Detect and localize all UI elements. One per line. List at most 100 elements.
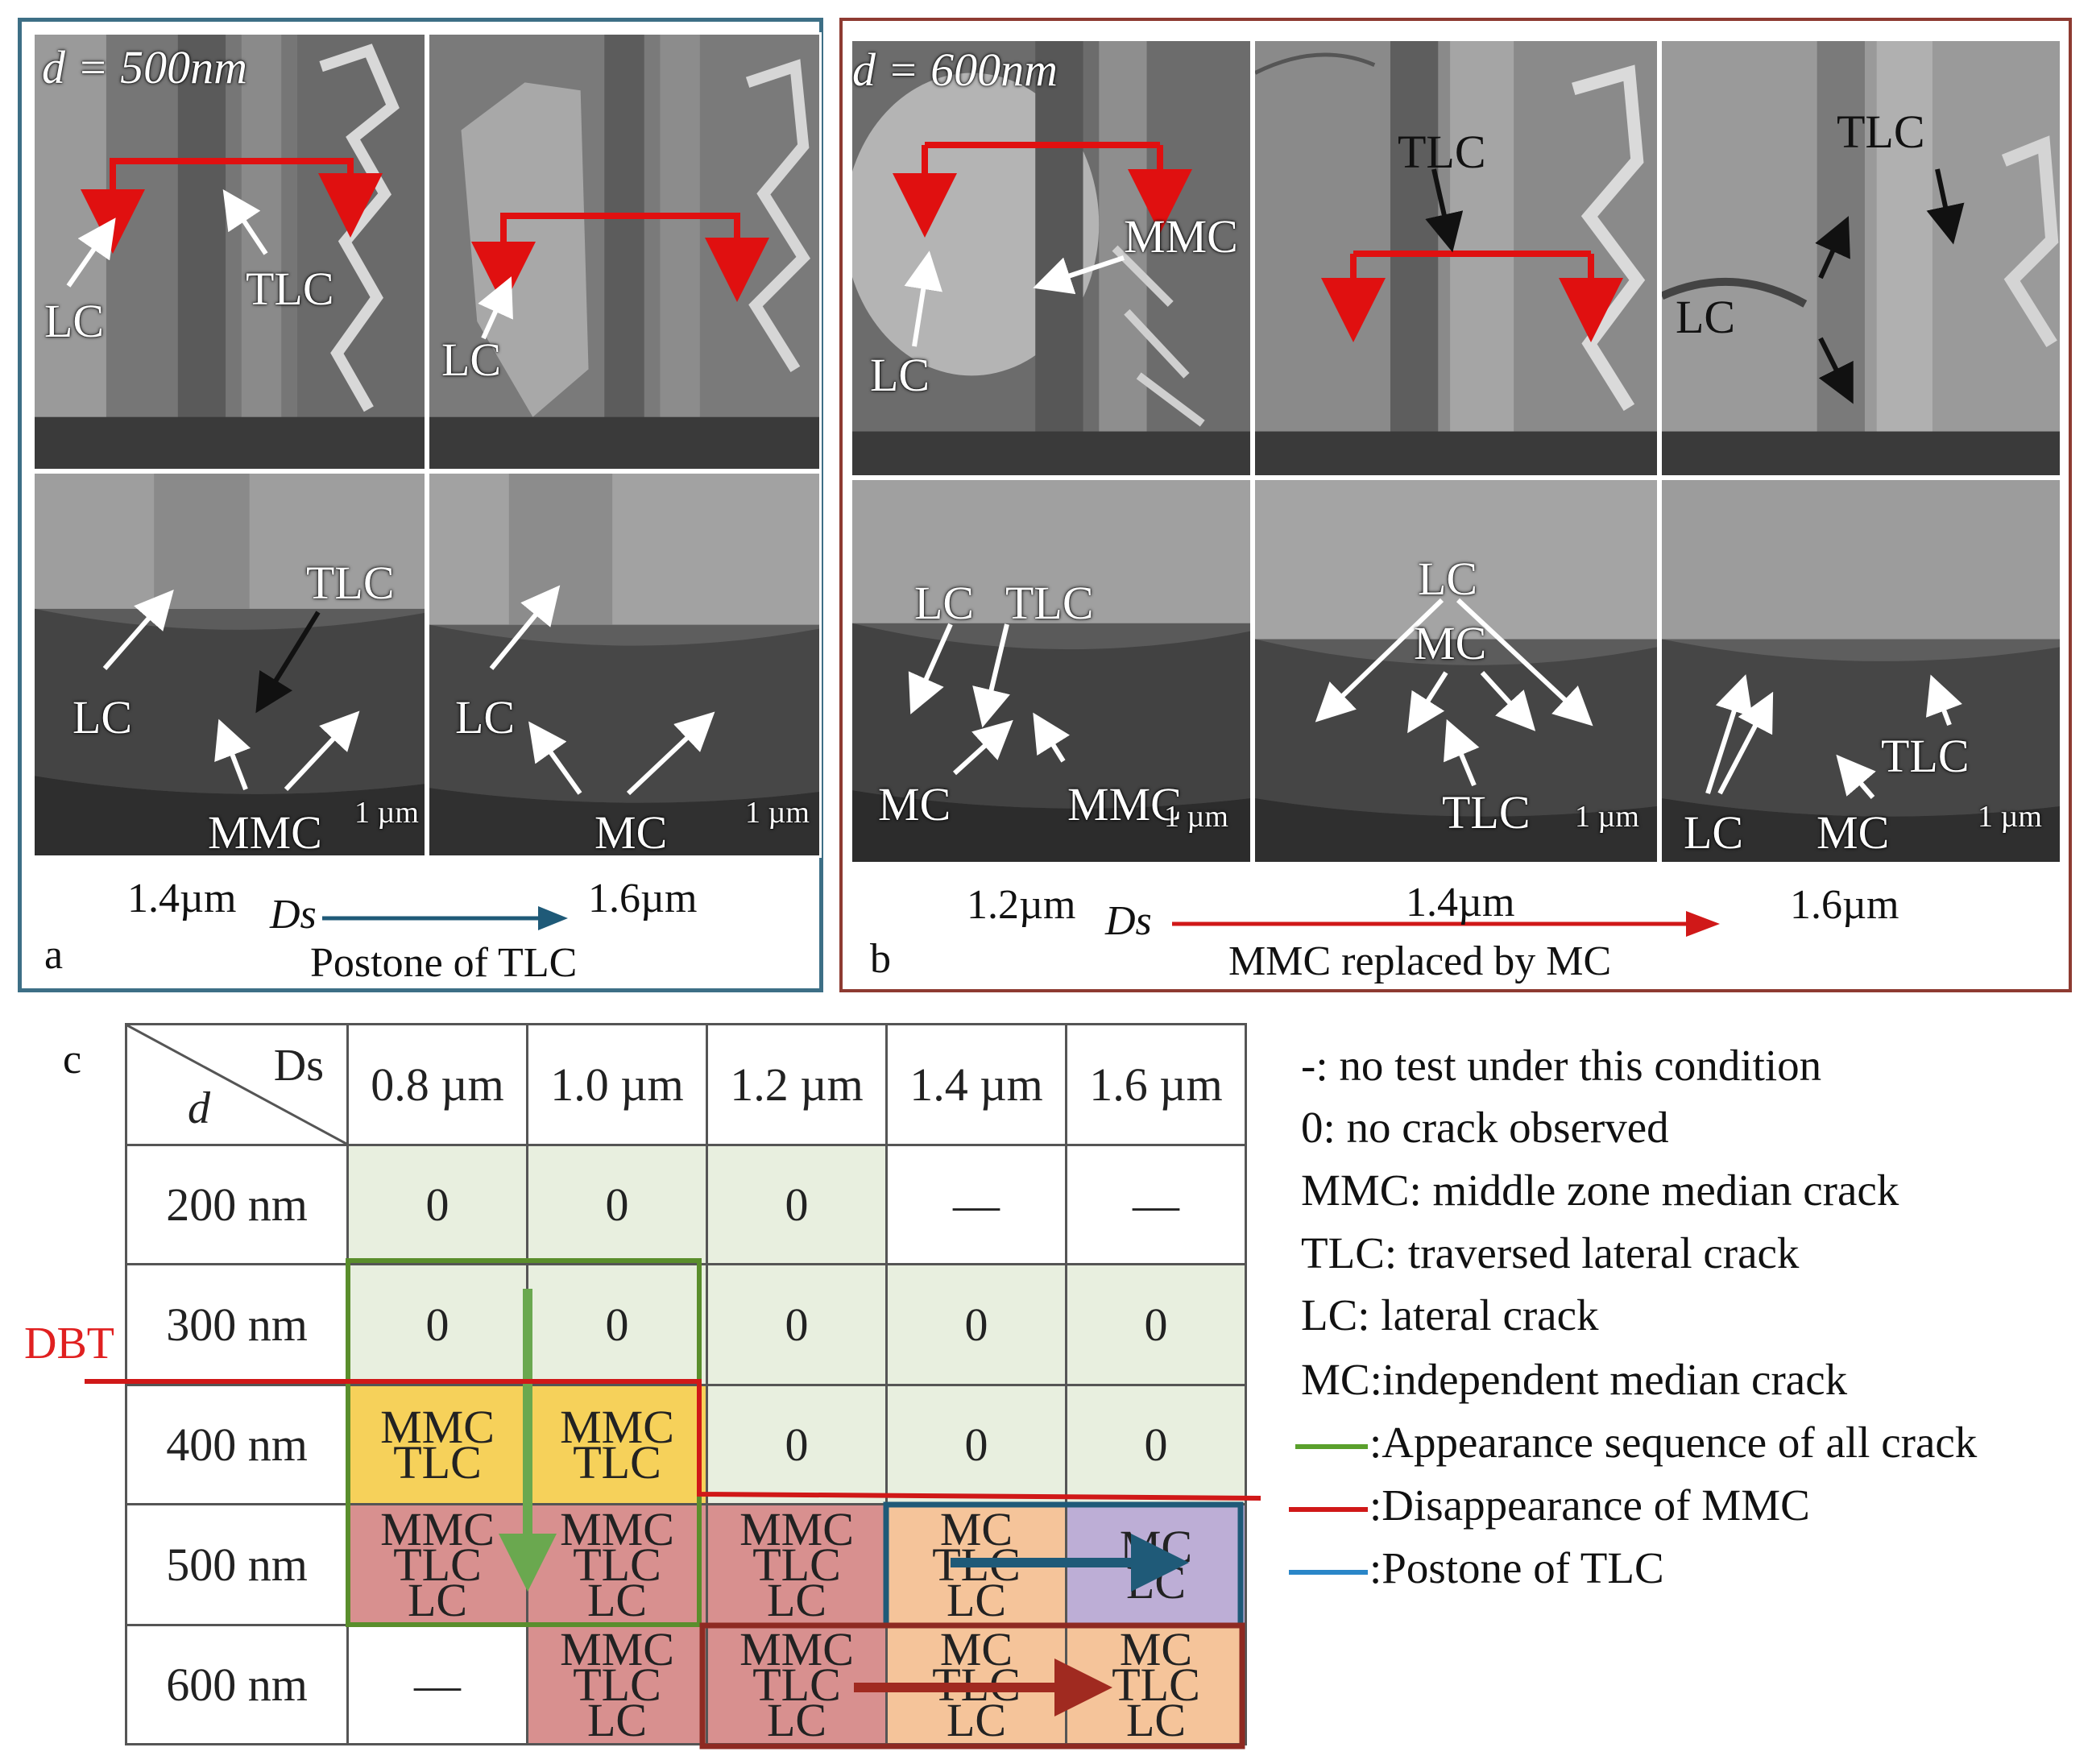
ds-right-value: 1.6µm [588, 876, 698, 921]
crack-type: TLC [752, 1538, 841, 1591]
dbt-label: DBT [24, 1319, 114, 1369]
row-header: 600 nm [125, 1624, 349, 1745]
ds-left-value: 1.2µm [967, 882, 1076, 928]
sem-label: LC [1418, 553, 1478, 605]
sem-label: MC [1817, 806, 1890, 859]
row-header: 500 nm [125, 1503, 349, 1626]
table-cell: — [1065, 1144, 1247, 1265]
panel-a-d-label: d = 500nm [42, 41, 248, 93]
crack-type: LC [586, 1693, 648, 1746]
legend-item: :Appearance sequence of all crack [1369, 1418, 1978, 1467]
column-header: 1.2 µm [706, 1023, 888, 1146]
crack-type: LC [766, 1693, 827, 1746]
table-cell: 0 [885, 1384, 1067, 1505]
arrows-overlay-b [893, 142, 1965, 799]
ds-arrow-b [1172, 911, 1720, 937]
crack-type: TLC [1112, 1658, 1200, 1711]
crack-type: TLC [573, 1658, 661, 1711]
sem-label: LC [914, 577, 975, 629]
panel-b-d-label: d = 600nm [852, 43, 1058, 96]
arrows-overlay-a [66, 158, 769, 796]
crack-type: TLC [573, 1538, 661, 1591]
sem-label: MMC [1067, 778, 1182, 830]
sem-label: LC [72, 691, 133, 743]
row-header: 400 nm [125, 1384, 349, 1505]
sem-scale: 1 µm [1575, 800, 1639, 834]
table-row: 300 nm 0 0 0 0 0 [125, 1263, 1247, 1386]
panel-b [839, 18, 2072, 992]
legend-item: TLC: traversed lateral crack [1301, 1228, 1800, 1277]
table-cell: 0 [706, 1384, 888, 1505]
legend-item: LC: lateral crack [1301, 1290, 1599, 1340]
crack-type: TLC [393, 1435, 482, 1489]
crack-table: Ds d 0.8 µm 1.0 µm 1.2 µm 1.4 µm 1.6 µm … [125, 1023, 1247, 1745]
table-cell: — [885, 1144, 1067, 1265]
column-header: 0.8 µm [346, 1023, 528, 1146]
table-cell: 0 [346, 1144, 528, 1265]
sem-image-b-bottom-3 [1659, 478, 2062, 864]
crack-type: MC [1119, 1622, 1193, 1675]
panel-letter-a: a [44, 932, 64, 978]
legend-swatch-green [1295, 1444, 1368, 1449]
sem-label: LC [455, 691, 516, 743]
table-cell: — [346, 1624, 528, 1745]
column-header: 1.6 µm [1065, 1023, 1247, 1146]
sem-label: MC [594, 806, 668, 859]
sem-image-b-top-1 [850, 39, 1253, 478]
crack-type: TLC [573, 1435, 661, 1489]
sem-label: TLC [306, 557, 395, 609]
table-cell: 0 [1065, 1263, 1247, 1386]
crack-type: LC [586, 1573, 648, 1626]
table-cell: 0 [706, 1263, 888, 1386]
panel-b-caption: MMC replaced by MC [1228, 938, 1612, 984]
crack-type: LC [946, 1693, 1007, 1746]
panel-letter-c: c [63, 1037, 82, 1083]
crack-type: LC [946, 1573, 1007, 1626]
table-cell: 0 [885, 1263, 1067, 1386]
sem-label: MMC [1124, 210, 1238, 263]
ds-mid-value: 1.4µm [1406, 880, 1515, 925]
table-cell: 0 [346, 1263, 528, 1386]
crack-type: MMC [560, 1400, 674, 1453]
table-row: 200 nm 0 0 0 — — [125, 1144, 1247, 1265]
panel-a-caption: Postone of TLC [310, 940, 578, 986]
table-cell: 0 [1065, 1384, 1247, 1505]
panel-letter-b: b [870, 936, 891, 982]
sem-label: LC [870, 349, 930, 401]
crack-type: LC [407, 1573, 468, 1626]
legend-item: :Postone of TLC [1369, 1543, 1664, 1592]
sem-label: LC [1684, 806, 1744, 859]
sem-scale: 1 µm [354, 796, 419, 830]
legend-item: -: no test under this condition [1301, 1041, 1822, 1090]
crack-type: MC [939, 1622, 1013, 1675]
crack-type: MMC [380, 1502, 495, 1555]
sem-label: LC [441, 333, 502, 386]
column-header: 1.0 µm [526, 1023, 708, 1146]
crack-type: MMC [560, 1622, 674, 1675]
crack-type: MMC [560, 1502, 674, 1555]
crack-type: LC [766, 1573, 827, 1626]
corner-d-label: d [188, 1083, 210, 1133]
crack-type: MMC [380, 1400, 495, 1453]
table-overlay [85, 1258, 1261, 1750]
column-header: 1.4 µm [885, 1023, 1067, 1146]
sem-label: LC [44, 295, 105, 347]
sem-label: TLC [1881, 730, 1970, 782]
crack-type: LC [1125, 1693, 1187, 1746]
crack-type: MMC [739, 1502, 854, 1555]
table-cell: 0 [706, 1144, 888, 1265]
sem-scale: 1 µm [1164, 800, 1228, 834]
sem-label: MC [1414, 617, 1487, 669]
ds-arrow-a [322, 906, 568, 930]
crack-type: MMC [739, 1622, 854, 1675]
legend-swatch-blue [1289, 1570, 1368, 1575]
ds-right-value: 1.6µm [1790, 882, 1899, 928]
ds-symbol: Ds [270, 892, 317, 938]
legend-item: MMC: middle zone median crack [1301, 1166, 1899, 1215]
table-cell: 0 [526, 1144, 708, 1265]
